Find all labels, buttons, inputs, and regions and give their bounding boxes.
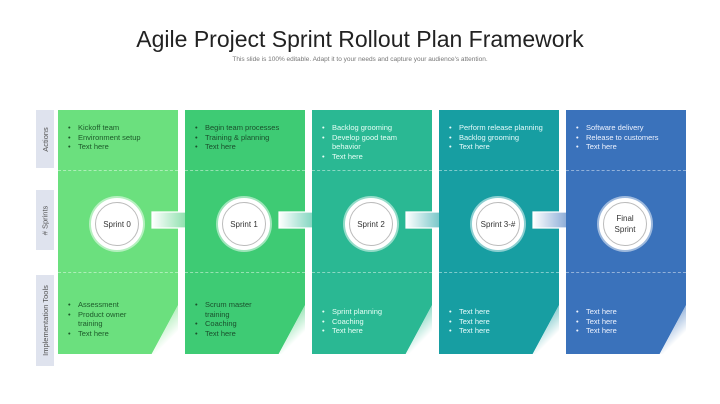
row-label-sprints: # Sprints — [36, 190, 54, 250]
actions-list: Begin team processesTraining & planningT… — [193, 123, 299, 152]
list-item: Perform release planning — [447, 123, 553, 133]
list-item: Kickoff team — [66, 123, 172, 133]
sprint-column: Backlog groomingDevelop good team behavi… — [312, 110, 432, 354]
list-item: Text here — [574, 326, 656, 336]
sprint-label: Sprint 0 — [103, 219, 131, 229]
list-item: Text here — [193, 329, 275, 339]
list-item: Software delivery — [574, 123, 680, 133]
sprint-circle: Sprint 0 — [91, 198, 143, 250]
sprint-column: Begin team processesTraining & planningT… — [185, 110, 305, 354]
tools-list: AssessmentProduct owner trainingText her… — [66, 300, 148, 338]
divider — [185, 170, 305, 171]
list-item: Text here — [574, 142, 680, 152]
tools-list: Sprint planningCoachingText here — [320, 307, 402, 336]
row-label-tools: Implementation Tools — [36, 275, 54, 366]
tools-list: Text hereText hereText here — [447, 307, 529, 336]
sprint-column: Perform release planningBacklog grooming… — [439, 110, 559, 354]
list-item: Backlog grooming — [320, 123, 426, 133]
sprint-column: Kickoff teamEnvironment setupText hereSp… — [58, 110, 178, 354]
sprint-label: Sprint 2 — [357, 219, 385, 229]
list-item: Product owner training — [66, 310, 148, 329]
list-item: Text here — [320, 326, 402, 336]
sprint-circle: Sprint 3-# — [472, 198, 524, 250]
sprint-circle: Final Sprint — [599, 198, 651, 250]
row-label-text: Implementation Tools — [40, 285, 50, 356]
list-item: Text here — [447, 317, 529, 327]
list-item: Text here — [193, 142, 299, 152]
list-item: Begin team processes — [193, 123, 299, 133]
divider — [185, 272, 305, 273]
sprint-label: Final Sprint — [614, 214, 636, 234]
list-item: Text here — [574, 307, 656, 317]
actions-list: Backlog groomingDevelop good team behavi… — [320, 123, 426, 161]
tools-list: Text hereText hereText here — [574, 307, 656, 336]
list-item: Text here — [447, 307, 529, 317]
list-item: Text here — [447, 142, 553, 152]
actions-list: Kickoff teamEnvironment setupText here — [66, 123, 172, 152]
divider — [566, 272, 686, 273]
divider — [58, 272, 178, 273]
sprint-circle: Sprint 1 — [218, 198, 270, 250]
list-item: Sprint planning — [320, 307, 402, 317]
list-item: Environment setup — [66, 133, 172, 143]
tools-list: Scrum master trainingCoachingText here — [193, 300, 275, 338]
row-label-text: Actions — [40, 126, 50, 152]
sprint-label: Sprint 1 — [230, 219, 258, 229]
list-item: Text here — [574, 317, 656, 327]
actions-list: Perform release planningBacklog grooming… — [447, 123, 553, 152]
divider — [566, 170, 686, 171]
page-title: Agile Project Sprint Rollout Plan Framew… — [136, 26, 584, 52]
list-item: Backlog grooming — [447, 133, 553, 143]
list-item: Develop good team behavior — [320, 133, 426, 152]
list-item: Release to customers — [574, 133, 680, 143]
row-label-actions: Actions — [36, 110, 54, 168]
divider — [439, 272, 559, 273]
list-item: Coaching — [320, 317, 402, 327]
list-item: Assessment — [66, 300, 148, 310]
list-item: Text here — [66, 142, 172, 152]
sprint-circle: Sprint 2 — [345, 198, 397, 250]
list-item: Text here — [447, 326, 529, 336]
list-item: Text here — [320, 152, 426, 162]
sprint-column: Software deliveryRelease to customersTex… — [566, 110, 686, 354]
list-item: Scrum master training — [193, 300, 275, 319]
divider — [58, 170, 178, 171]
actions-list: Software deliveryRelease to customersTex… — [574, 123, 680, 152]
list-item: Training & planning — [193, 133, 299, 143]
row-label-text: # Sprints — [40, 205, 50, 235]
page-subtitle: This slide is 100% editable. Adapt it to… — [232, 56, 488, 63]
divider — [312, 272, 432, 273]
divider — [312, 170, 432, 171]
divider — [439, 170, 559, 171]
list-item: Coaching — [193, 319, 275, 329]
sprint-label: Sprint 3-# — [480, 219, 516, 229]
list-item: Text here — [66, 329, 148, 339]
